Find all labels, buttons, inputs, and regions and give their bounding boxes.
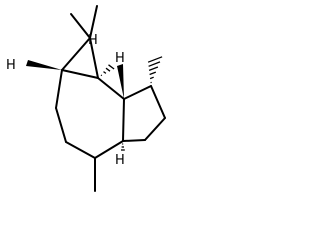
atom-label-h-cyclopropane-left: H bbox=[6, 58, 16, 73]
bond-seven-ring-5 bbox=[122, 98, 125, 142]
bond-cp-top-right bbox=[89, 37, 99, 79]
bond-seven-ring-2 bbox=[55, 107, 67, 143]
bond-seven-ring-1 bbox=[55, 69, 63, 109]
bond-cp-top-left bbox=[61, 37, 91, 71]
stereo-bond-methyl-five-ring bbox=[147, 56, 163, 84]
stereo-hash-h-junction-bottom bbox=[121, 143, 125, 151]
bond-seven-ring-4 bbox=[94, 140, 124, 159]
atom-label-h-ring-junction-bottom: H bbox=[115, 153, 125, 168]
bond-seven-ring-6 bbox=[97, 77, 125, 100]
atom-label-h-ring-junction-top: H bbox=[115, 51, 125, 66]
bond-methyl-gem-right bbox=[89, 5, 98, 39]
stereo-wedge-h-junction-top bbox=[117, 64, 124, 99]
bond-five-ring-4 bbox=[122, 139, 146, 142]
bond-five-ring-2 bbox=[150, 85, 166, 119]
bond-five-ring-1 bbox=[123, 85, 152, 100]
stereo-wedge-h-left bbox=[26, 60, 62, 70]
bond-methyl-gem-left bbox=[70, 13, 91, 39]
skeletal-structure: H H H H bbox=[6, 5, 166, 192]
bond-seven-ring-3 bbox=[65, 141, 96, 159]
atom-label-h-cyclopropane-right: H bbox=[88, 33, 98, 48]
bond-five-ring-3 bbox=[144, 117, 166, 141]
bond-cp-base bbox=[61, 69, 99, 79]
stereo-hash-h-cp-right bbox=[100, 64, 115, 77]
